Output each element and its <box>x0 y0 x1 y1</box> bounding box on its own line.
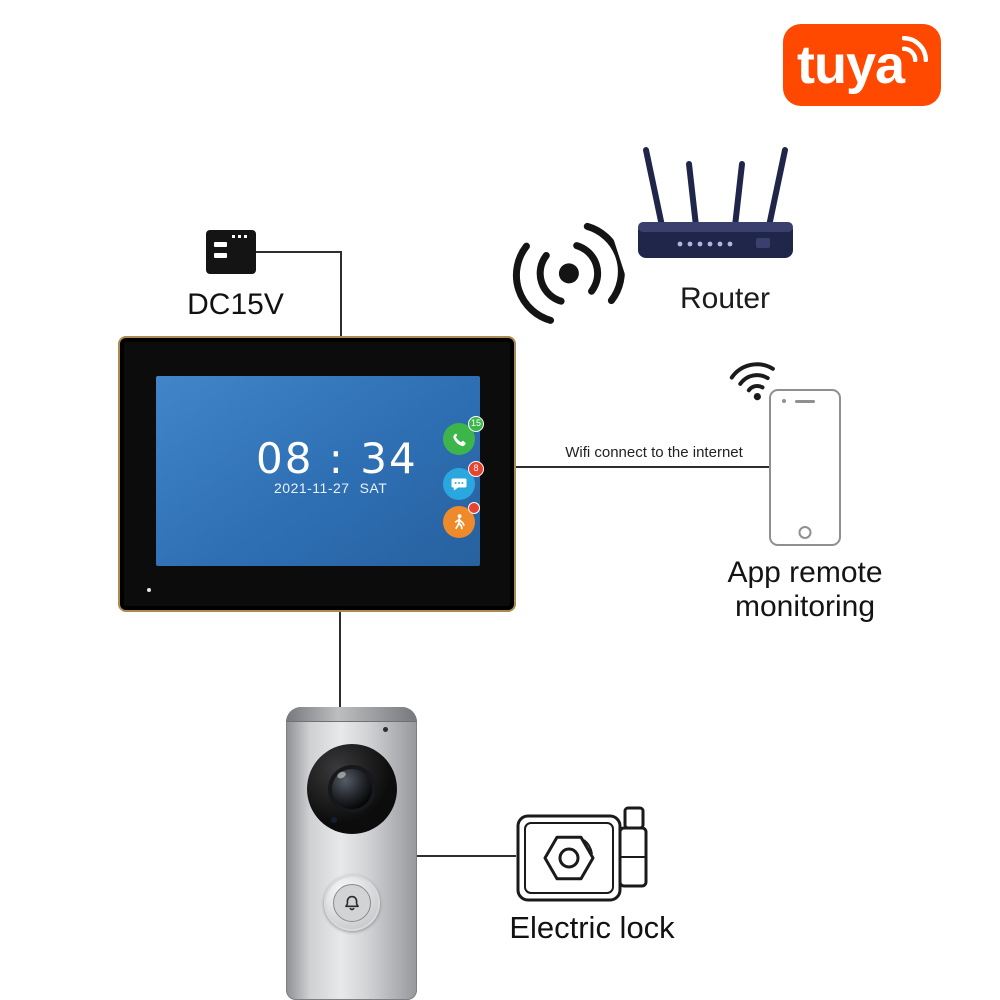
wire-monitor-to-doorbell <box>339 612 341 708</box>
walking-person-glyph <box>454 514 465 530</box>
adapter-pin <box>214 253 227 258</box>
call-badge: 15 <box>467 416 484 432</box>
electric-lock-icon <box>516 806 648 902</box>
phone-glyph <box>453 432 466 447</box>
monitor-screen: 08 : 34 2021-11-27 SAT 15 8 <box>156 376 484 566</box>
app-monitoring-label: App remote monitoring <box>695 556 915 623</box>
adapter-pin <box>214 242 227 247</box>
power-label: DC15V <box>187 288 284 321</box>
clock-time: 08 : 34 <box>256 434 418 483</box>
doorbell-camera <box>306 744 397 834</box>
wifi-signal-icon <box>512 222 625 324</box>
video-doorbell <box>286 707 417 1000</box>
chat-bubble-glyph <box>451 478 467 491</box>
doorbell-top-cap <box>286 707 417 722</box>
phone-wifi-icon <box>729 362 775 401</box>
doorbell-mic-hole <box>383 727 388 732</box>
motion-detect-icon <box>443 502 480 538</box>
message-badge: 8 <box>468 461 484 477</box>
router-label: Router <box>679 282 771 315</box>
clock-day: SAT <box>359 480 388 496</box>
router-icon <box>638 147 793 258</box>
power-led <box>147 588 151 592</box>
wire-power-horizontal <box>256 251 342 253</box>
motion-badge <box>468 502 480 514</box>
app-label-line2: monitoring <box>734 589 876 623</box>
doorbell-sensor-dot <box>330 817 337 823</box>
tuya-wifi-waves-icon <box>902 35 929 62</box>
bell-icon <box>344 895 359 911</box>
call-icon: 15 <box>443 416 484 455</box>
phone-speaker <box>795 400 815 403</box>
phone-home-button <box>798 526 812 539</box>
doorbell-lens <box>327 765 376 813</box>
doorbell-button-ring <box>332 884 371 922</box>
power-adapter-icon <box>206 230 256 274</box>
adapter-vent <box>232 235 248 238</box>
tuya-logo-text: tuya <box>797 35 905 95</box>
wire-power-to-monitor <box>340 251 342 337</box>
smartphone-icon <box>769 389 841 546</box>
app-label-line1: App remote <box>727 556 883 589</box>
tuya-logo: tuya <box>783 24 941 106</box>
wire-doorbell-to-lock <box>417 855 516 857</box>
electric-lock-label: Electric lock <box>509 910 675 945</box>
clock-date-row: 2021-11-27 SAT <box>274 480 387 496</box>
phone-camera-dot <box>782 399 786 403</box>
doorbell-button <box>323 875 380 931</box>
wire-monitor-to-phone <box>516 466 769 468</box>
clock-date: 2021-11-27 <box>274 480 350 496</box>
message-icon: 8 <box>443 461 484 500</box>
wifi-connect-label: Wifi connect to the internet <box>565 444 743 461</box>
indoor-monitor: 08 : 34 2021-11-27 SAT 15 8 <box>118 336 516 612</box>
